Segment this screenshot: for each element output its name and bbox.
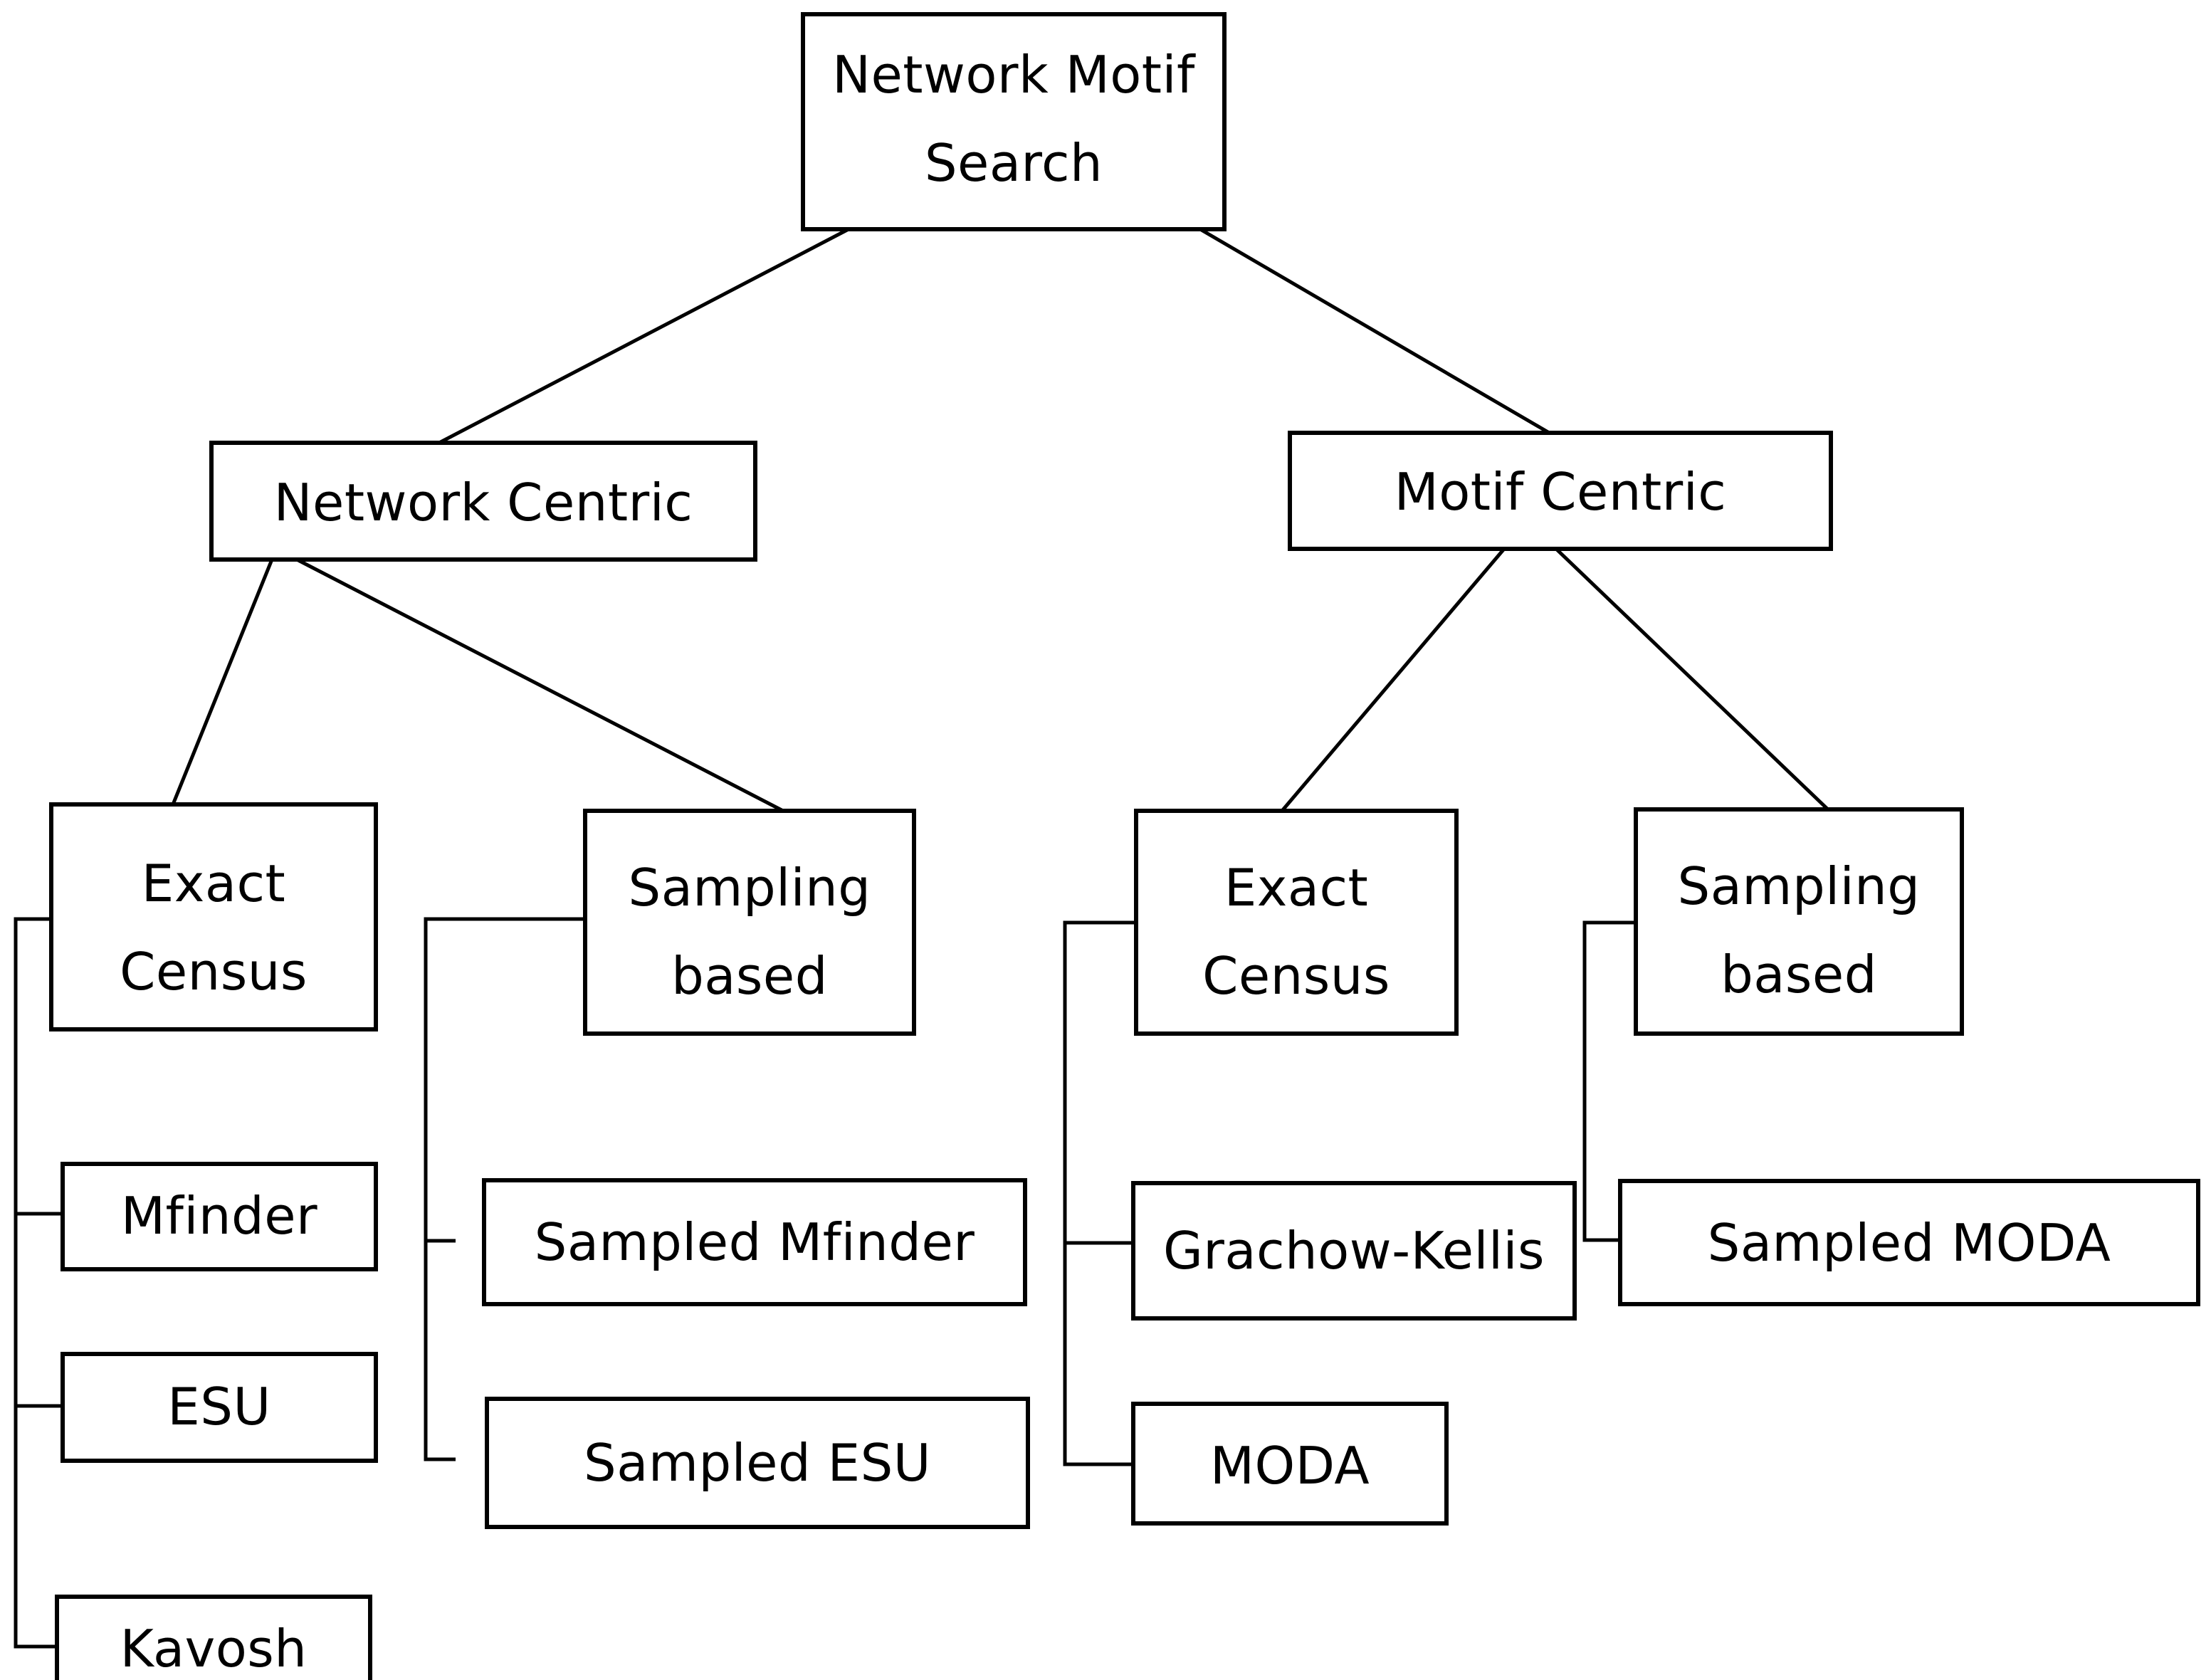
node-label-sampling-based-motif-line2: based: [1721, 945, 1877, 1004]
node-sampled-esu[interactable]: Sampled ESU: [485, 1397, 1030, 1529]
node-box-sampling-based-network: [583, 809, 916, 1036]
node-box-exact-census-motif: [1134, 809, 1459, 1036]
node-box-sampling-based-motif: [1634, 807, 1964, 1036]
edge-network-centric-to-exact-census: [171, 559, 274, 805]
node-box-moda: [1131, 1402, 1449, 1526]
node-label-exact-census-motif-line2: Census: [1202, 946, 1390, 1006]
node-label-grachow-kellis: Grachow-Kellis: [1163, 1221, 1545, 1281]
node-sampling-based-network[interactable]: Sampling based: [583, 809, 916, 1036]
rail-exact-census-right: [1063, 920, 1136, 1466]
node-box-exact-census-network: [49, 802, 378, 1031]
node-kavosh[interactable]: Kavosh: [55, 1595, 372, 1680]
node-label-mfinder: Mfinder: [121, 1186, 317, 1246]
node-label-root-line1: Network Motif: [832, 45, 1196, 105]
node-exact-census-motif[interactable]: Exact Census: [1134, 809, 1459, 1036]
node-box-sampled-mfinder: [482, 1178, 1027, 1306]
node-box-sampled-esu: [485, 1397, 1030, 1529]
node-mfinder[interactable]: Mfinder: [61, 1162, 378, 1271]
node-motif-centric[interactable]: Motif Centric: [1288, 431, 1833, 551]
node-label-root-line2: Search: [925, 133, 1103, 193]
node-label-sampled-moda: Sampled MODA: [1708, 1213, 2111, 1273]
edge-root-to-motif-centric: [1199, 227, 1552, 436]
edge-motif-centric-to-exact-census: [1281, 547, 1506, 812]
node-grachow-kellis[interactable]: Grachow-Kellis: [1131, 1181, 1577, 1321]
node-box-sampled-moda: [1618, 1179, 2200, 1306]
node-exact-census-network[interactable]: Exact Census: [49, 802, 378, 1031]
rail-sampling-based-right: [1582, 920, 1636, 1242]
node-box-grachow-kellis: [1131, 1181, 1577, 1321]
node-box-mfinder: [61, 1162, 378, 1271]
node-label-network-centric: Network Centric: [274, 473, 693, 532]
node-label-exact-census-network-line1: Exact: [142, 854, 286, 913]
node-box-esu: [61, 1352, 378, 1463]
edge-network-centric-to-sampling-based: [295, 557, 784, 813]
node-label-motif-centric: Motif Centric: [1395, 462, 1727, 522]
rail-sampling-based-left: [424, 917, 585, 1461]
edge-motif-centric-to-sampling-based: [1555, 547, 1832, 814]
node-network-motif-search[interactable]: Network Motif Search: [801, 12, 1227, 231]
node-box-motif-centric: [1288, 431, 1833, 551]
node-esu[interactable]: ESU: [61, 1352, 378, 1463]
node-box-root: [801, 12, 1227, 231]
node-label-esu: ESU: [167, 1377, 271, 1437]
node-sampled-moda[interactable]: Sampled MODA: [1618, 1179, 2200, 1306]
node-label-sampling-based-motif-line1: Sampling: [1677, 856, 1920, 916]
node-label-sampling-based-network-line2: based: [671, 946, 828, 1006]
node-label-exact-census-network-line2: Census: [120, 942, 308, 1002]
node-box-kavosh: [55, 1595, 372, 1680]
node-sampled-mfinder[interactable]: Sampled Mfinder: [482, 1178, 1027, 1306]
node-moda[interactable]: MODA: [1131, 1402, 1449, 1526]
node-label-kavosh: Kavosh: [120, 1619, 308, 1679]
node-label-sampled-esu: Sampled ESU: [584, 1433, 931, 1493]
node-sampling-based-motif[interactable]: Sampling based: [1634, 807, 1964, 1036]
rail-exact-census-left: [14, 917, 63, 1649]
edge-root-to-network-centric: [438, 227, 850, 445]
node-label-sampled-mfinder: Sampled Mfinder: [535, 1212, 975, 1272]
node-box-network-centric: [209, 441, 757, 562]
node-label-sampling-based-network-line1: Sampling: [628, 858, 871, 918]
node-network-centric[interactable]: Network Centric: [209, 441, 757, 562]
node-label-moda: MODA: [1210, 1436, 1370, 1496]
node-label-exact-census-motif-line1: Exact: [1224, 858, 1369, 918]
